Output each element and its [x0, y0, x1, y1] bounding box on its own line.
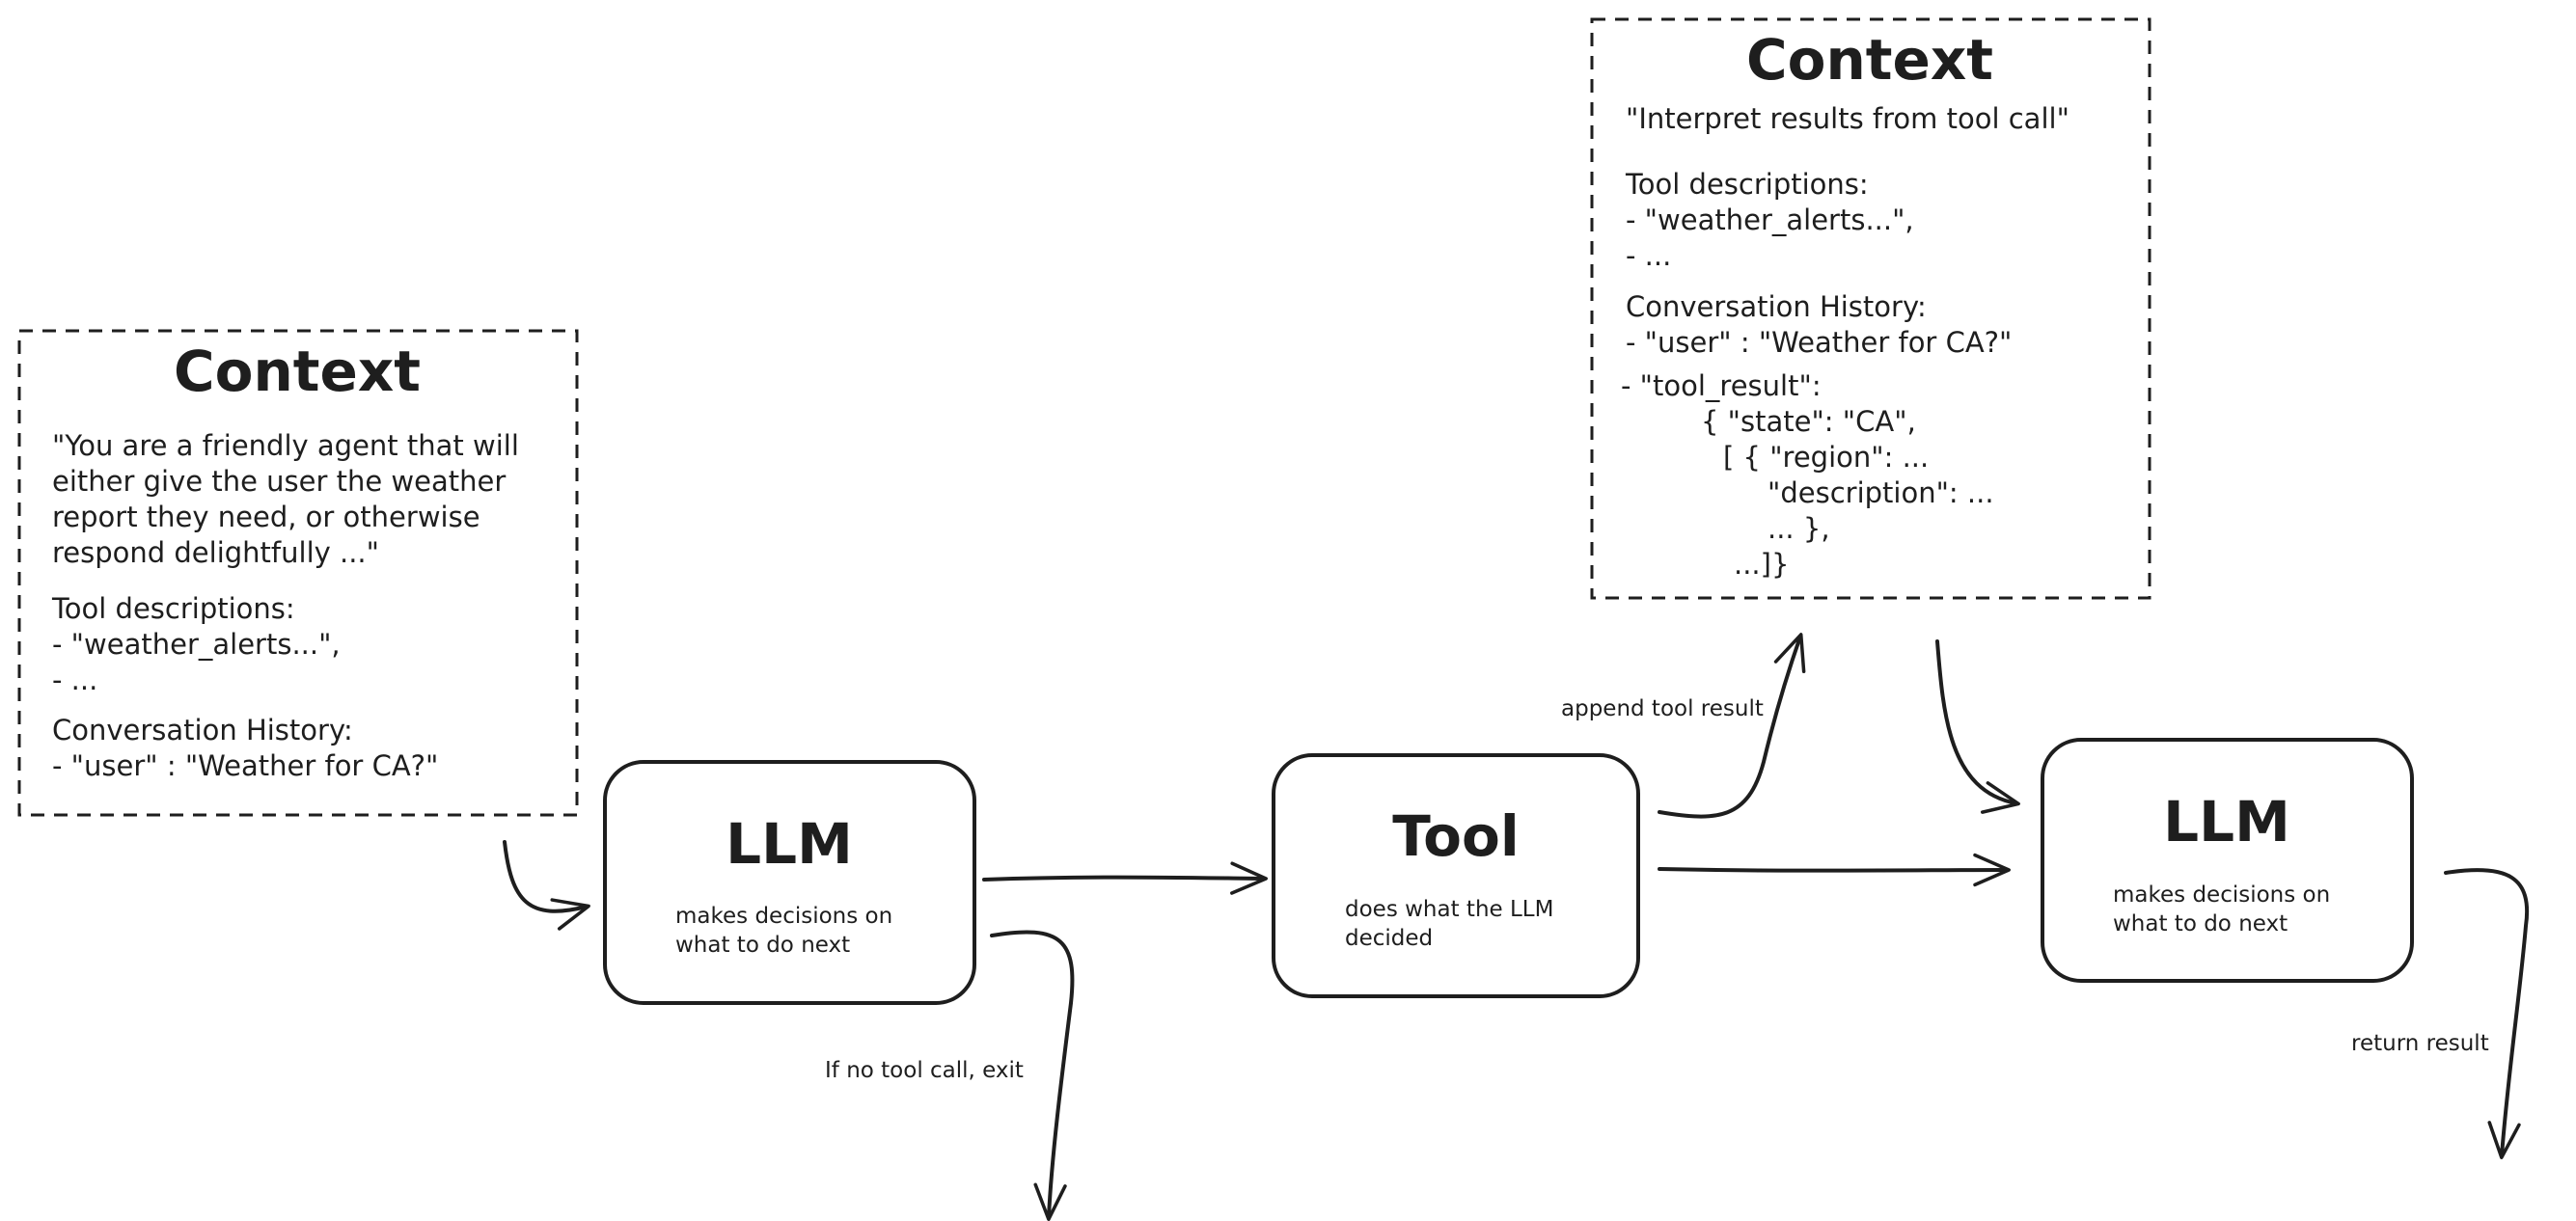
context-box-top: Context "Interpret results from tool cal…: [1590, 17, 2151, 600]
context-top-line: { "state": "CA",: [1701, 405, 1916, 438]
context-left-line: - "weather_alerts...",: [52, 628, 341, 661]
node-llm-second-desc: what to do next: [2113, 911, 2288, 936]
node-llm-second: LLM makes decisions on what to do next: [2041, 738, 2414, 983]
context-left-border: [17, 329, 579, 817]
context-left-line: "You are a friendly agent that will: [52, 429, 519, 462]
arrow-llm-return: [2444, 868, 2530, 1159]
edge-label-no-tool-exit: If no tool call, exit: [825, 1058, 1024, 1083]
arrow-llm-exit: [990, 930, 1075, 1221]
context-top-line: "Interpret results from tool call": [1626, 102, 2069, 135]
context-top-line: [ { "region": ...: [1723, 441, 1929, 474]
context-left-title: Context: [174, 339, 421, 404]
node-tool-title: Tool: [1392, 803, 1519, 869]
node-tool-desc: decided: [1345, 926, 1433, 951]
context-left-line: respond delightfully ...": [52, 536, 379, 569]
context-left-line: either give the user the weather: [52, 465, 506, 498]
context-top-line: - "user" : "Weather for CA?": [1626, 326, 2012, 359]
edge-label-append-tool-result: append tool result: [1561, 696, 1764, 721]
arrow-tool-to-context: [1658, 633, 1806, 819]
context-top-line: ...]}: [1734, 548, 1789, 581]
arrow-llm-to-tool: [982, 861, 1268, 895]
context-top-line: - "tool_result":: [1621, 369, 1822, 402]
edge-label-return-result: return result: [2351, 1031, 2489, 1056]
context-top-line: ... },: [1768, 512, 1830, 545]
node-tool-desc: does what the LLM: [1345, 897, 1553, 922]
context-top-line: Tool descriptions:: [1625, 168, 1869, 201]
node-llm-first-desc: what to do next: [675, 933, 850, 958]
node-llm-second-title: LLM: [2163, 789, 2290, 855]
arrow-tool-to-llm: [1658, 853, 2011, 887]
node-llm-first-desc: makes decisions on: [675, 904, 892, 929]
node-llm-second-desc: makes decisions on: [2113, 882, 2330, 908]
node-llm-first-border: [603, 760, 976, 1005]
context-left-line: report they need, or otherwise: [52, 501, 480, 533]
node-llm-first-title: LLM: [726, 811, 853, 877]
context-top-line: "description": ...: [1768, 476, 1994, 509]
context-box-left: Context "You are a friendly agent that w…: [17, 329, 579, 817]
context-left-line: - "user" : "Weather for CA?": [52, 749, 438, 782]
context-top-line: - ...: [1626, 239, 1671, 272]
arrow-context-to-llm: [503, 840, 590, 931]
arrow-context-to-llm-second: [1935, 639, 2020, 814]
context-left-line: - ...: [52, 664, 97, 696]
node-tool: Tool does what the LLM decided: [1272, 753, 1640, 998]
node-llm-second-border: [2041, 738, 2414, 983]
context-left-line: Conversation History:: [52, 714, 353, 746]
context-left-line: Tool descriptions:: [51, 592, 295, 625]
context-top-border: [1590, 17, 2151, 600]
context-top-line: Conversation History:: [1626, 290, 1927, 323]
context-top-line: - "weather_alerts...",: [1626, 204, 1914, 236]
node-tool-border: [1272, 753, 1640, 998]
node-llm-first: LLM makes decisions on what to do next: [603, 760, 976, 1005]
context-top-title: Context: [1746, 27, 1993, 93]
